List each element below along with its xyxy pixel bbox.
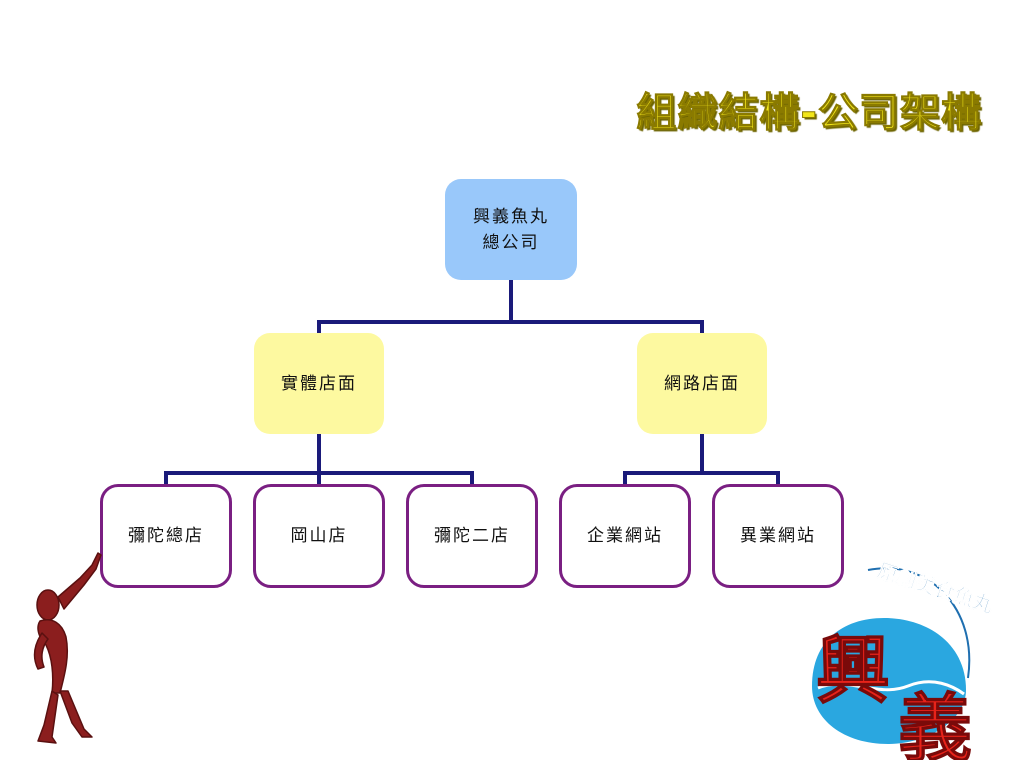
- node-head-office: 興義魚丸 總公司: [445, 179, 577, 280]
- page-title: 組織結構-公司架構: [636, 90, 982, 137]
- node-leaf-mituo-main: 彌陀總店: [100, 484, 232, 588]
- logo-char-1: 興: [816, 628, 890, 714]
- node-online-stores: 網路店面: [637, 333, 767, 434]
- logo-char-2: 義: [898, 686, 972, 760]
- brand-logo-icon: 原創美食魚丸 興 義: [812, 558, 997, 760]
- node-head-office-line2: 總公司: [482, 232, 540, 253]
- logo-arc-text: 原創美食魚丸: [874, 558, 996, 618]
- node-head-office-line1: 興義魚丸: [473, 206, 549, 227]
- node-leaf-mituo-second: 彌陀二店: [406, 484, 538, 588]
- node-physical-stores: 實體店面: [254, 333, 384, 434]
- node-leaf-corporate-site: 企業網站: [559, 484, 691, 588]
- pointing-figure-icon: [33, 552, 102, 744]
- node-leaf-gangshan: 岡山店: [253, 484, 385, 588]
- node-leaf-partner-site: 異業網站: [712, 484, 844, 588]
